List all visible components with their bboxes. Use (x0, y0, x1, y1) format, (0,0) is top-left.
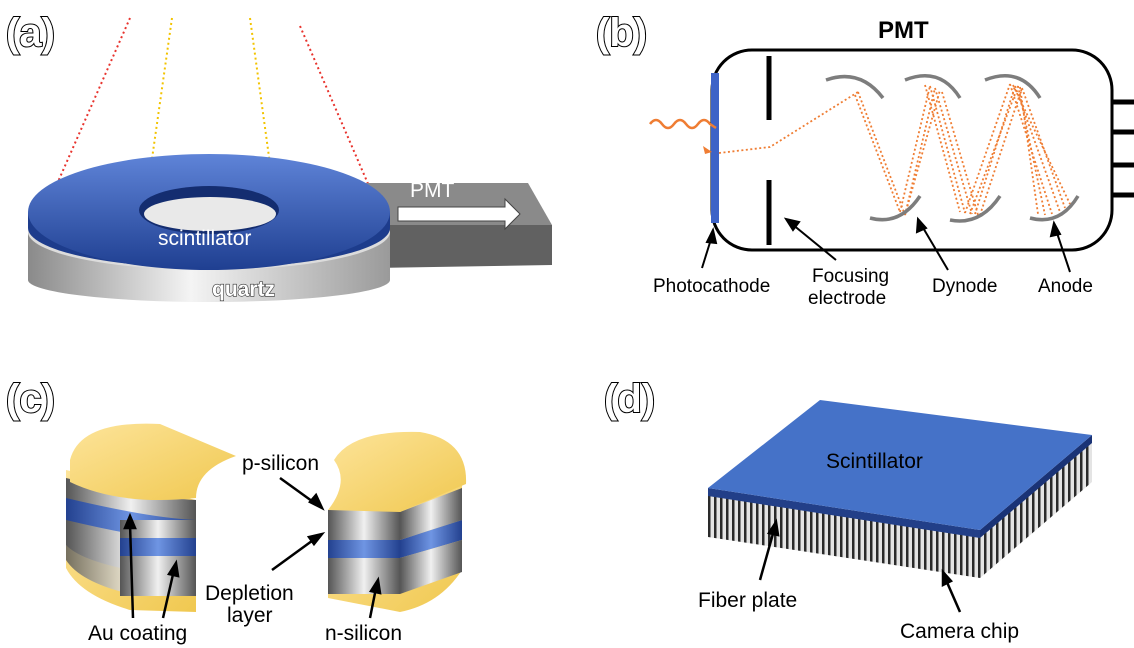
panel-letter-a: (a) (6, 11, 55, 55)
panel-b: (b) PMT (595, 10, 1134, 309)
focusing-label-line2: electrode (808, 288, 886, 309)
panel-c-pointers (123, 476, 382, 619)
scintillator-label-a: scintillator (158, 227, 251, 250)
depletion-label-line2: layer (227, 604, 273, 627)
panel-letter-d: (d) (604, 377, 655, 421)
photocathode-label: Photocathode (653, 276, 770, 297)
photon-arrowhead-icon (703, 146, 712, 154)
panel-letter-b: (b) (596, 11, 647, 55)
focusing-label-line1: Focusing (812, 266, 889, 287)
pmt-title: PMT (878, 17, 929, 44)
output-pins (1112, 99, 1134, 198)
pmt-arrow-icon (397, 197, 521, 231)
electron-paths (718, 83, 1071, 216)
panel-c: (c) (5, 376, 467, 645)
p-silicon-label: p-silicon (242, 452, 319, 475)
right-detector-half (328, 431, 467, 612)
dynodes (825, 74, 1080, 223)
scintillator-ring (28, 154, 390, 270)
red-beam-right (299, 25, 376, 201)
panel-d-pointers (758, 518, 962, 613)
n-silicon-label: n-silicon (325, 622, 402, 645)
scintillator-plate-d (708, 400, 1092, 578)
pmt-label-a: PMT (410, 179, 455, 202)
depletion-label-line1: Depletion (205, 582, 294, 605)
quartz-label: quartz (212, 278, 275, 301)
dynode-label: Dynode (932, 276, 998, 297)
panel-d: (d) Scintillator Fiber plate Camera chip (603, 376, 1092, 643)
fiber-plate-label: Fiber plate (698, 589, 797, 612)
red-beam-left (49, 17, 131, 201)
au-coating-label: Au coating (88, 622, 187, 645)
camera-chip-label: Camera chip (900, 620, 1019, 643)
panel-a: (a) PMT scintillator quartz (5, 10, 552, 302)
yellow-beam-left (144, 17, 173, 209)
incoming-photon-icon (649, 118, 717, 130)
pmt-pointers (701, 216, 1071, 273)
yellow-beam-right (249, 17, 277, 209)
panel-letter-c: (c) (6, 377, 55, 421)
photocathode-plate (711, 73, 719, 223)
scintillator-label-d: Scintillator (826, 450, 923, 473)
anode-label: Anode (1038, 276, 1093, 297)
